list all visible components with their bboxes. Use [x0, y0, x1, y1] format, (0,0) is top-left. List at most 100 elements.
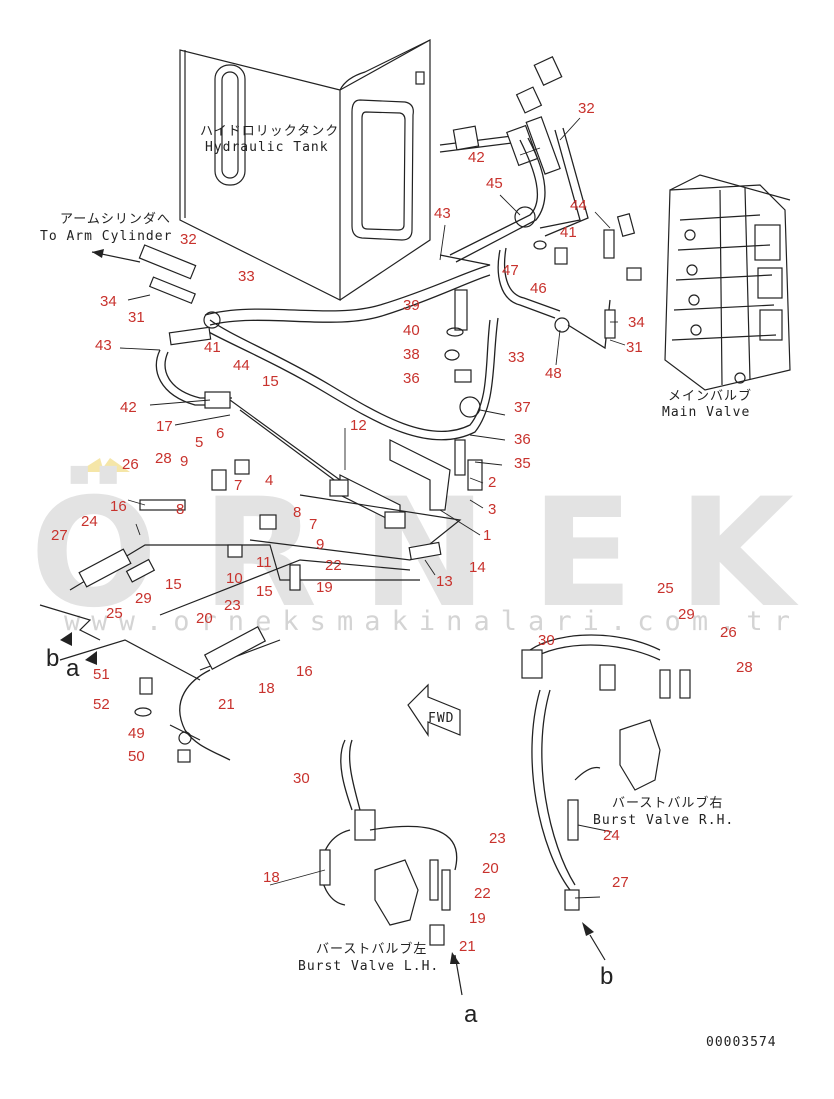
callout: 20	[482, 860, 499, 877]
burst-valve-rh: バーストバルブ右 Burst Valve R.H. b	[521, 634, 734, 990]
callout: 24	[81, 513, 98, 530]
callout: 38	[403, 346, 420, 363]
callout: 47	[502, 262, 519, 279]
connection-b-lower: b	[600, 963, 613, 990]
callout: 23	[489, 830, 506, 847]
callout: 22	[474, 885, 491, 902]
callout: 31	[626, 339, 643, 356]
pilot-lines: b a	[39, 499, 420, 761]
callout: 30	[538, 632, 555, 649]
burst-valve-rh-label-en: Burst Valve R.H.	[593, 813, 734, 828]
watermark-accent-left	[78, 458, 104, 472]
left-hose-bundle	[155, 326, 346, 489]
callout: 42	[120, 399, 137, 416]
callout: 50	[128, 748, 145, 765]
callout: 9	[316, 536, 324, 553]
callout: 34	[628, 314, 645, 331]
callout: 7	[309, 516, 317, 533]
arm-cylinder-label-en: To Arm Cylinder	[40, 229, 172, 244]
callout: 8	[176, 501, 184, 518]
callout: 34	[100, 293, 117, 310]
callout: 51	[93, 666, 110, 683]
callout: 2	[488, 474, 496, 491]
callout-numbers: 32 42 45 43 44 41 47 46 34 31 48 33 39 4…	[51, 100, 753, 955]
callout: 28	[155, 450, 172, 467]
callout: 39	[403, 297, 420, 314]
tank-label-jp: ハイドロリックタンク	[200, 124, 339, 139]
callout: 23	[224, 597, 241, 614]
callout: 16	[110, 498, 127, 515]
watermark-url: www.orneksmakinalari.com.tr	[64, 606, 794, 637]
callout: 48	[545, 365, 562, 382]
spiral-hose	[203, 254, 499, 441]
callout: 6	[216, 425, 224, 442]
callout: 13	[436, 573, 453, 590]
callout: 18	[258, 680, 275, 697]
callout: 36	[403, 370, 420, 387]
callout: 36	[514, 431, 531, 448]
fwd-indicator: FWD	[407, 683, 461, 737]
burst-valve-lh-label-jp: バーストバルブ左	[316, 941, 427, 957]
callout: 44	[570, 197, 587, 214]
callout: 29	[135, 590, 152, 607]
fasteners	[134, 240, 568, 763]
callout: 40	[403, 322, 420, 339]
callout: 19	[316, 579, 333, 596]
arm-cylinder-label-jp: アームシリンダへ	[60, 212, 171, 227]
callout: 10	[226, 570, 243, 587]
callout: 44	[233, 357, 250, 374]
callout: 15	[165, 576, 182, 593]
callout: 25	[657, 580, 674, 597]
callout: 42	[468, 149, 485, 166]
upper-pipes	[439, 56, 611, 350]
connection-a-upper: a	[66, 655, 80, 682]
callout: 49	[128, 725, 145, 742]
burst-valve-lh-label-en: Burst Valve L.H.	[298, 959, 439, 974]
connection-b-upper: b	[46, 645, 59, 672]
callout: 27	[612, 874, 629, 891]
callout: 45	[486, 175, 503, 192]
main-valve-label-en: Main Valve	[662, 405, 750, 420]
callout: 26	[122, 456, 139, 473]
callout: 20	[196, 610, 213, 627]
main-valve-label-jp: メインバルブ	[668, 388, 752, 404]
burst-valve-lh: バーストバルブ左 Burst Valve L.H. a	[298, 739, 478, 1028]
leader-lines	[119, 117, 626, 899]
callout: 22	[325, 557, 342, 574]
callout: 26	[720, 624, 737, 641]
callout: 33	[508, 349, 525, 366]
callout: 24	[603, 827, 620, 844]
callout: 29	[678, 606, 695, 623]
callout: 21	[459, 938, 476, 955]
callout: 17	[156, 418, 173, 435]
callout: 25	[106, 605, 123, 622]
callout: 46	[530, 280, 547, 297]
callout: 30	[293, 770, 310, 787]
watermark-accent-right	[100, 458, 130, 472]
callout: 32	[578, 100, 595, 117]
callout: 43	[95, 337, 112, 354]
callout: 19	[469, 910, 486, 927]
callout: 41	[204, 339, 221, 356]
callout: 16	[296, 663, 313, 680]
callout: 9	[180, 453, 188, 470]
to-arm-cylinder: アームシリンダへ To Arm Cylinder	[40, 212, 197, 305]
bracket-assembly	[249, 439, 483, 561]
callout: 12	[350, 417, 367, 434]
tank-label-en: Hydraulic Tank	[205, 140, 329, 155]
drawing-number: 00003574	[706, 1035, 777, 1050]
callout: 15	[262, 373, 279, 390]
main-valve: メインバルブ Main Valve	[603, 174, 791, 420]
callout: 33	[238, 268, 255, 285]
callout: 27	[51, 527, 68, 544]
callout: 37	[514, 399, 531, 416]
callout: 41	[560, 224, 577, 241]
hydraulic-tank: ハイドロリックタンク Hydraulic Tank	[179, 38, 431, 301]
callout: 11	[256, 554, 272, 571]
fwd-label: FWD	[428, 711, 454, 726]
callout: 35	[514, 455, 531, 472]
callout: 7	[234, 477, 242, 494]
callout: 31	[128, 309, 145, 326]
burst-valve-rh-label-jp: バーストバルブ右	[612, 795, 723, 811]
